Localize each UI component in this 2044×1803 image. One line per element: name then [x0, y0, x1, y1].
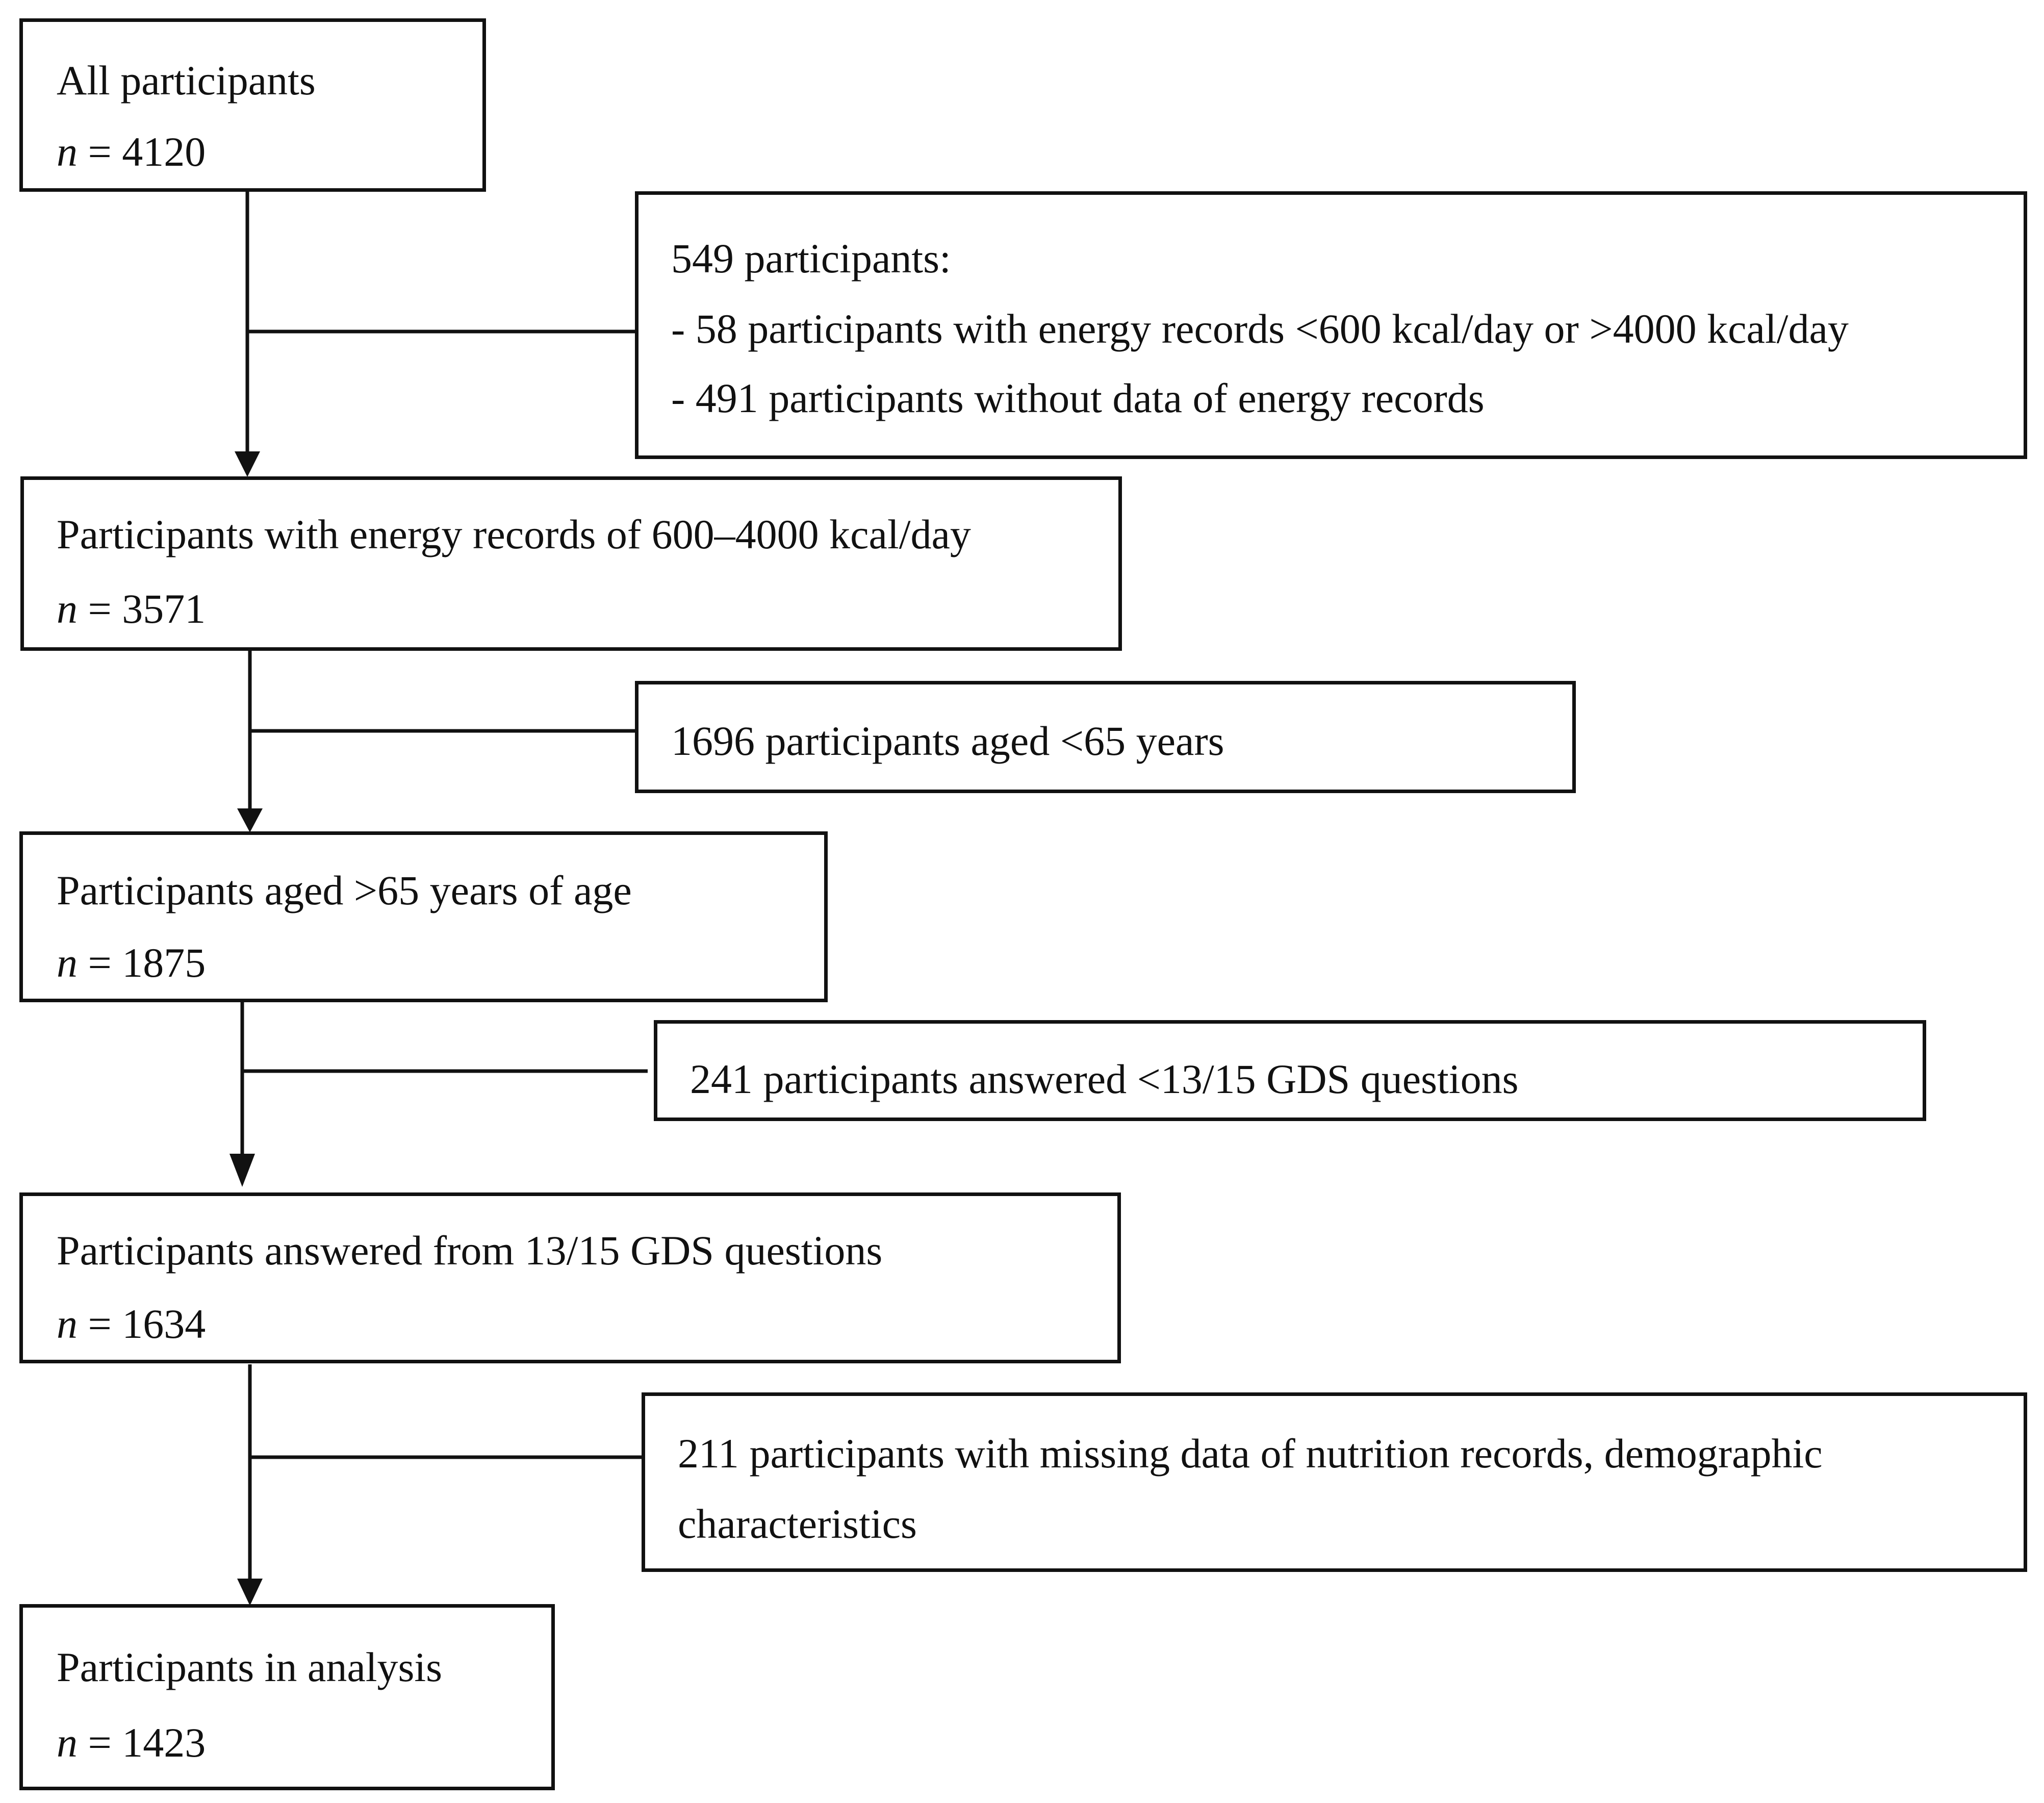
count-value: = 4120	[88, 129, 206, 175]
count-value: = 3571	[88, 586, 206, 632]
step-gds-answered: Participants answered from 13/15 GDS que…	[19, 1192, 1121, 1363]
exclusion-header: 549 participants:	[671, 235, 951, 282]
n-symbol: n	[57, 939, 78, 986]
arrowhead-2	[237, 808, 263, 832]
step-energy-records: Participants with energy records of 600–…	[20, 476, 1122, 651]
exclusion-age: 1696 participants aged <65 years	[635, 681, 1576, 793]
arrowhead-3	[229, 1154, 255, 1187]
arrowhead-1	[235, 451, 260, 477]
exclusion-gds: 241 participants answered <13/15 GDS que…	[654, 1020, 1926, 1121]
step-count: n = 4120	[57, 131, 206, 173]
exclusion-item: - 491 participants without data of energ…	[671, 375, 1485, 421]
step-in-analysis: Participants in analysis n = 1423	[19, 1604, 555, 1790]
exclusion-text: 1696 participants aged <65 years	[671, 718, 1224, 764]
step-count: n = 3571	[57, 588, 206, 630]
count-value: = 1875	[88, 939, 206, 986]
exclusion-missing-data: 211 participants with missing data of nu…	[642, 1392, 2027, 1572]
step-count: n = 1423	[57, 1722, 206, 1764]
step-count: n = 1634	[57, 1303, 206, 1345]
step-title: Participants in analysis	[57, 1644, 443, 1690]
step-aged-over-65: Participants aged >65 years of age n = 1…	[19, 831, 828, 1002]
exclusion-text: 241 participants answered <13/15 GDS que…	[690, 1056, 1519, 1102]
arrowhead-4	[237, 1579, 263, 1606]
step-title: Participants aged >65 years of age	[57, 867, 632, 913]
count-value: = 1634	[88, 1301, 206, 1347]
exclusion-text: 211 participants with missing data of nu…	[678, 1430, 1823, 1477]
n-symbol: n	[57, 586, 78, 632]
exclusion-item: - 58 participants with energy records <6…	[671, 306, 1849, 352]
n-symbol: n	[57, 129, 78, 175]
exclusion-text: characteristics	[678, 1501, 917, 1547]
step-title: All participants	[57, 57, 316, 104]
step-title: Participants with energy records of 600–…	[57, 511, 971, 557]
step-title: Participants answered from 13/15 GDS que…	[57, 1227, 883, 1274]
exclusion-energy-records: 549 participants: - 58 participants with…	[635, 191, 2027, 459]
step-all-participants: All participants n = 4120	[19, 18, 486, 192]
n-symbol: n	[57, 1719, 78, 1766]
count-value: = 1423	[88, 1719, 206, 1766]
n-symbol: n	[57, 1301, 78, 1347]
step-count: n = 1875	[57, 942, 206, 984]
